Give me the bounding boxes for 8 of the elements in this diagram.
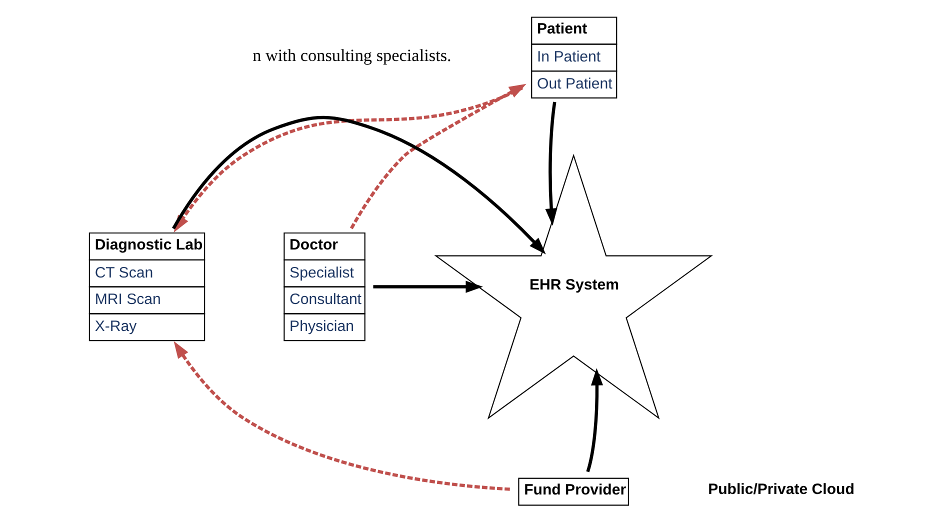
- arrow: [373, 280, 483, 293]
- label: n with consulting specialists.: [252, 46, 452, 66]
- label: Public/Private Cloud: [708, 481, 854, 498]
- node-box: Fund Provider: [518, 478, 629, 506]
- arrow: [545, 102, 558, 226]
- arrow: [174, 341, 510, 491]
- arrow: [350, 84, 526, 230]
- arrow: [586, 368, 604, 472]
